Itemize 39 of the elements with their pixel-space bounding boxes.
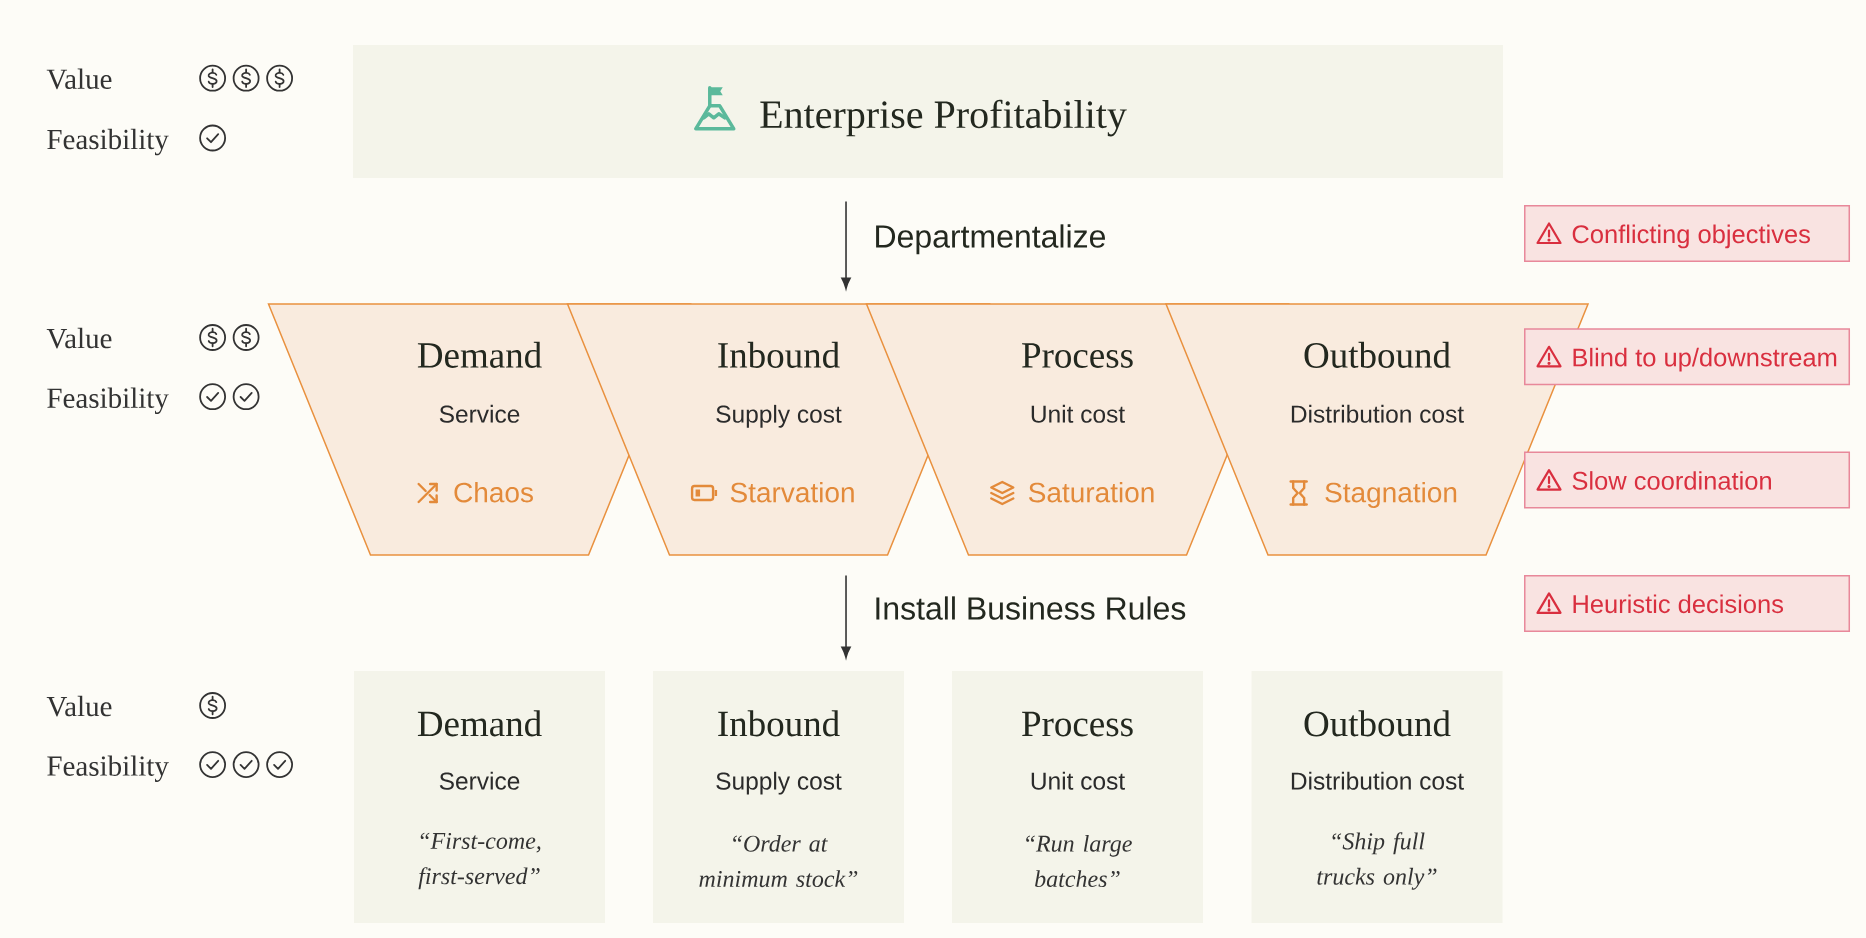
warning-box: Conflicting objectives <box>1524 205 1851 262</box>
rating-label: Feasibility <box>47 128 169 156</box>
warning-box: Slow coordination <box>1524 451 1851 509</box>
rule-quote: “Run large batches” <box>1026 834 1132 888</box>
metric-label: Distribution cost <box>1291 771 1464 790</box>
department-name: Demand <box>417 710 542 737</box>
rating-label: Value <box>46 695 112 717</box>
rule-quote: “First-come, first-served” <box>418 832 541 890</box>
failure-label: Saturation <box>1029 481 1154 503</box>
failure-label: Stagnation <box>1325 481 1457 508</box>
failure-label: Chaos <box>454 481 533 503</box>
metric-label: Service <box>439 771 520 790</box>
department-name: Outbound <box>1304 341 1451 368</box>
rule-quote: “Ship full trucks only” <box>1317 832 1437 890</box>
edge-label: Departmentalize <box>871 222 1109 257</box>
department-name: Inbound <box>718 710 840 737</box>
arrow <box>841 200 851 290</box>
department-name: Process <box>1022 343 1133 368</box>
rule-quote: “Order at minimum stock” <box>699 834 858 888</box>
department-name: Outbound <box>1304 710 1451 737</box>
metric-label: Unit cost <box>1031 404 1125 423</box>
department-name: Process <box>1022 711 1133 737</box>
metric-label: Supply cost <box>716 771 842 795</box>
metric-label: Supply cost <box>716 404 842 428</box>
rating-label: Value <box>46 68 112 90</box>
metric-label: Service <box>439 404 520 423</box>
rating-label: Feasibility <box>47 755 169 782</box>
warning-box: Blind to up/downstream <box>1524 328 1851 386</box>
rating-label: Feasibility <box>47 387 169 414</box>
department-name: Demand <box>417 341 542 368</box>
metric-label: Unit cost <box>1031 771 1125 790</box>
edge-label: Install Business Rules <box>871 594 1189 622</box>
goal-box: Enterprise Profitability <box>353 45 1503 178</box>
metric-label: Distribution cost <box>1291 404 1464 423</box>
rating-label: Value <box>46 327 112 349</box>
arrow <box>841 574 851 659</box>
warning-box: Heuristic decisions <box>1524 574 1851 632</box>
department-name: Inbound <box>718 341 840 368</box>
failure-label: Starvation <box>730 481 854 503</box>
